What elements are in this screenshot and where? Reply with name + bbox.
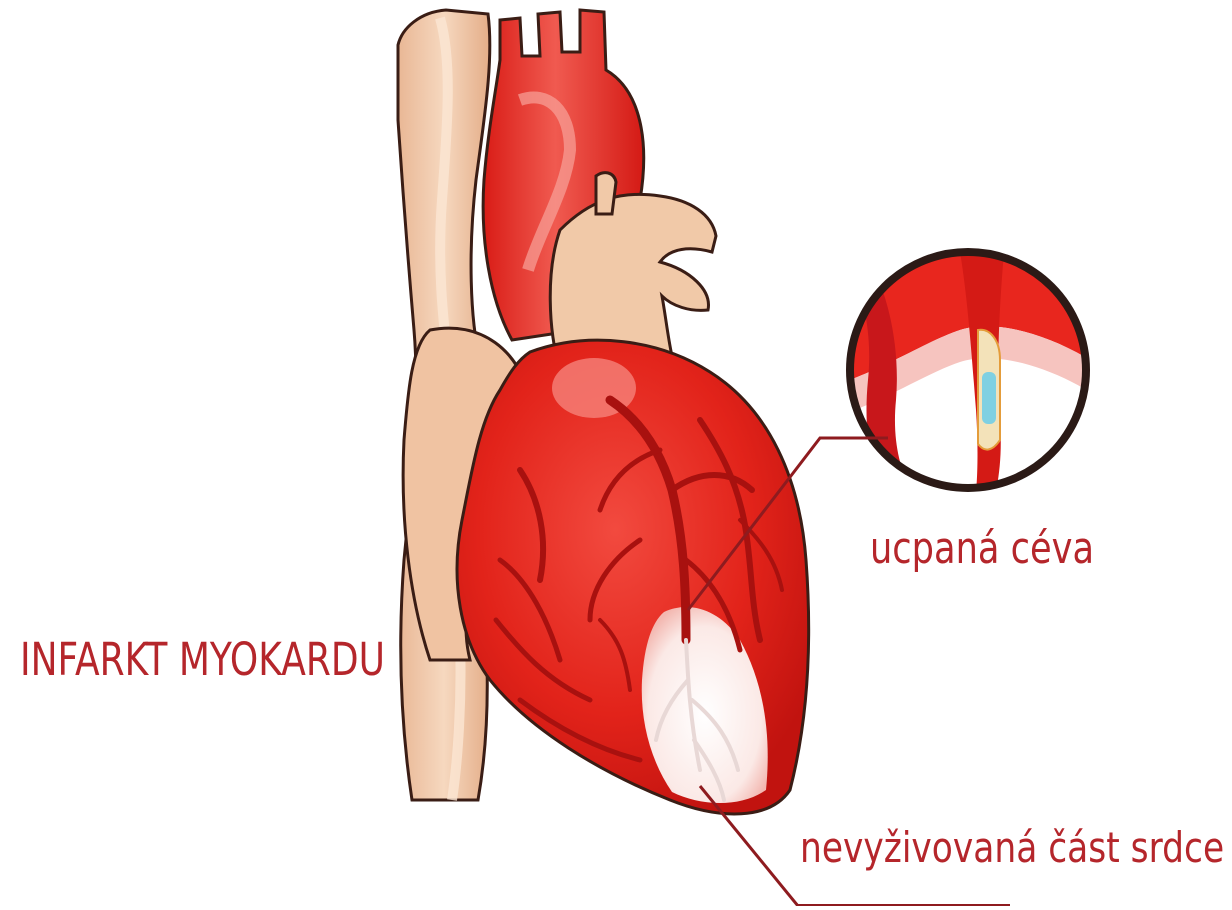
diagram-title: INFARKT MYOKARDU: [20, 630, 385, 690]
callout-blocked-vessel: ucpaná céva: [870, 520, 1094, 578]
callout-unsupplied-area: nevyživovaná část srdce: [800, 820, 1224, 876]
blocked-vessel-zoom: [850, 250, 1090, 492]
